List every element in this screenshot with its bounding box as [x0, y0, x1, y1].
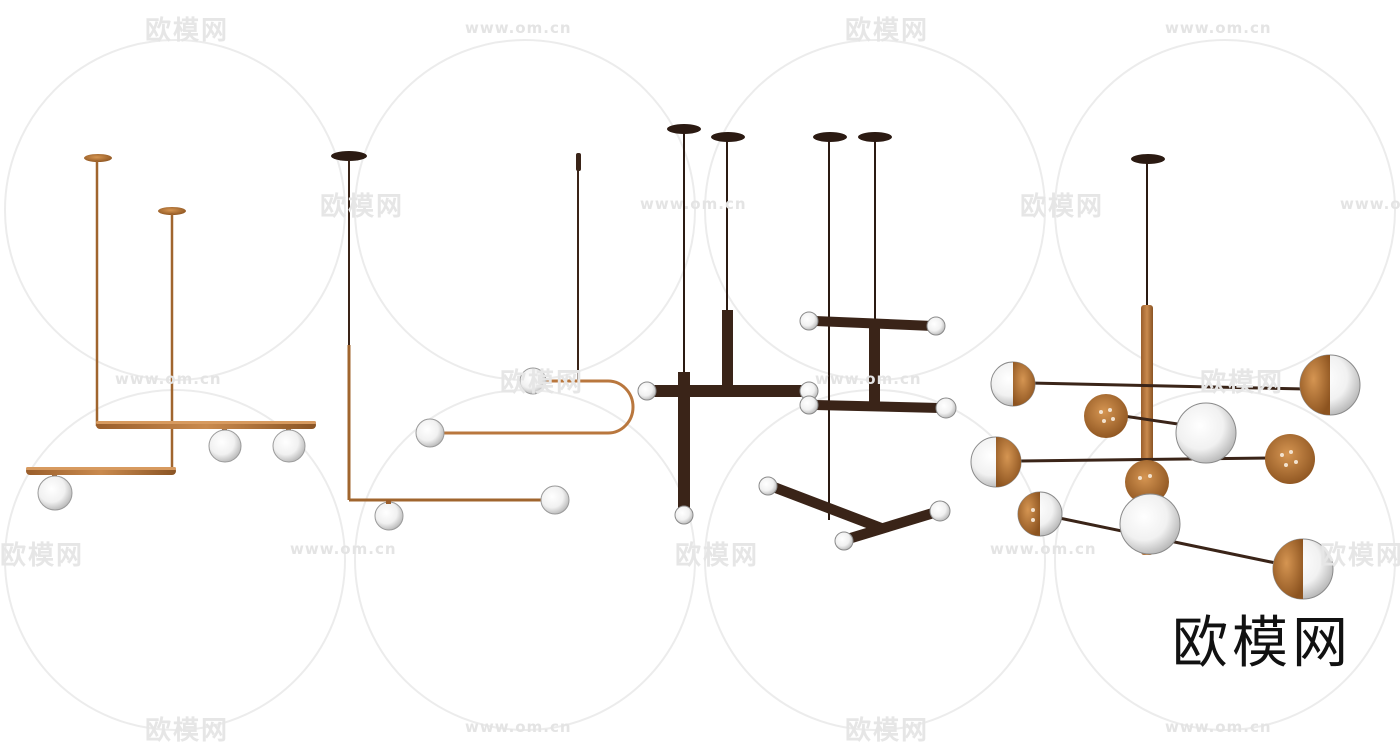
- watermark-brand: 欧模网: [845, 16, 930, 46]
- watermark-brand: 欧模网: [1320, 541, 1400, 571]
- watermark-brand: 欧模网: [1020, 192, 1105, 222]
- watermark-brand: 欧模网: [320, 192, 405, 222]
- watermark-url: www.om.cn: [465, 19, 572, 37]
- lamp-hook-curve: [415, 153, 635, 448]
- watermark-url: www.om.cn: [1165, 718, 1272, 736]
- watermark-url: www.om.cn: [290, 540, 397, 558]
- watermark-brand: 欧模网: [675, 541, 760, 571]
- watermark-brand: 欧模网: [1200, 368, 1285, 398]
- lamp-black-cross: [637, 124, 819, 525]
- lamp-copper-multiarm: [970, 154, 1361, 600]
- watermark-url: www.om.cn: [990, 540, 1097, 558]
- watermark-url: www.om.cn: [640, 195, 747, 213]
- watermark-url: www.om.cn: [1340, 195, 1400, 213]
- lamp-copper-stepped: [26, 154, 316, 511]
- brand-logo-text: 欧模网: [1172, 611, 1352, 676]
- lamp-black-bars: [758, 132, 957, 551]
- watermark-brand: 欧模网: [145, 16, 230, 46]
- watermark-url: www.om.cn: [465, 718, 572, 736]
- watermark-url: www.om.cn: [815, 370, 922, 388]
- watermark-brand: 欧模网: [0, 541, 85, 571]
- watermark-url: www.om.cn: [115, 370, 222, 388]
- watermark-brand: 欧模网: [845, 716, 930, 746]
- watermark-circles: [4, 39, 1396, 731]
- watermark-brand: 欧模网: [145, 716, 230, 746]
- lamp-l-shaped: [331, 151, 570, 531]
- watermark-brand: 欧模网: [500, 368, 585, 398]
- watermark-url: www.om.cn: [1165, 19, 1272, 37]
